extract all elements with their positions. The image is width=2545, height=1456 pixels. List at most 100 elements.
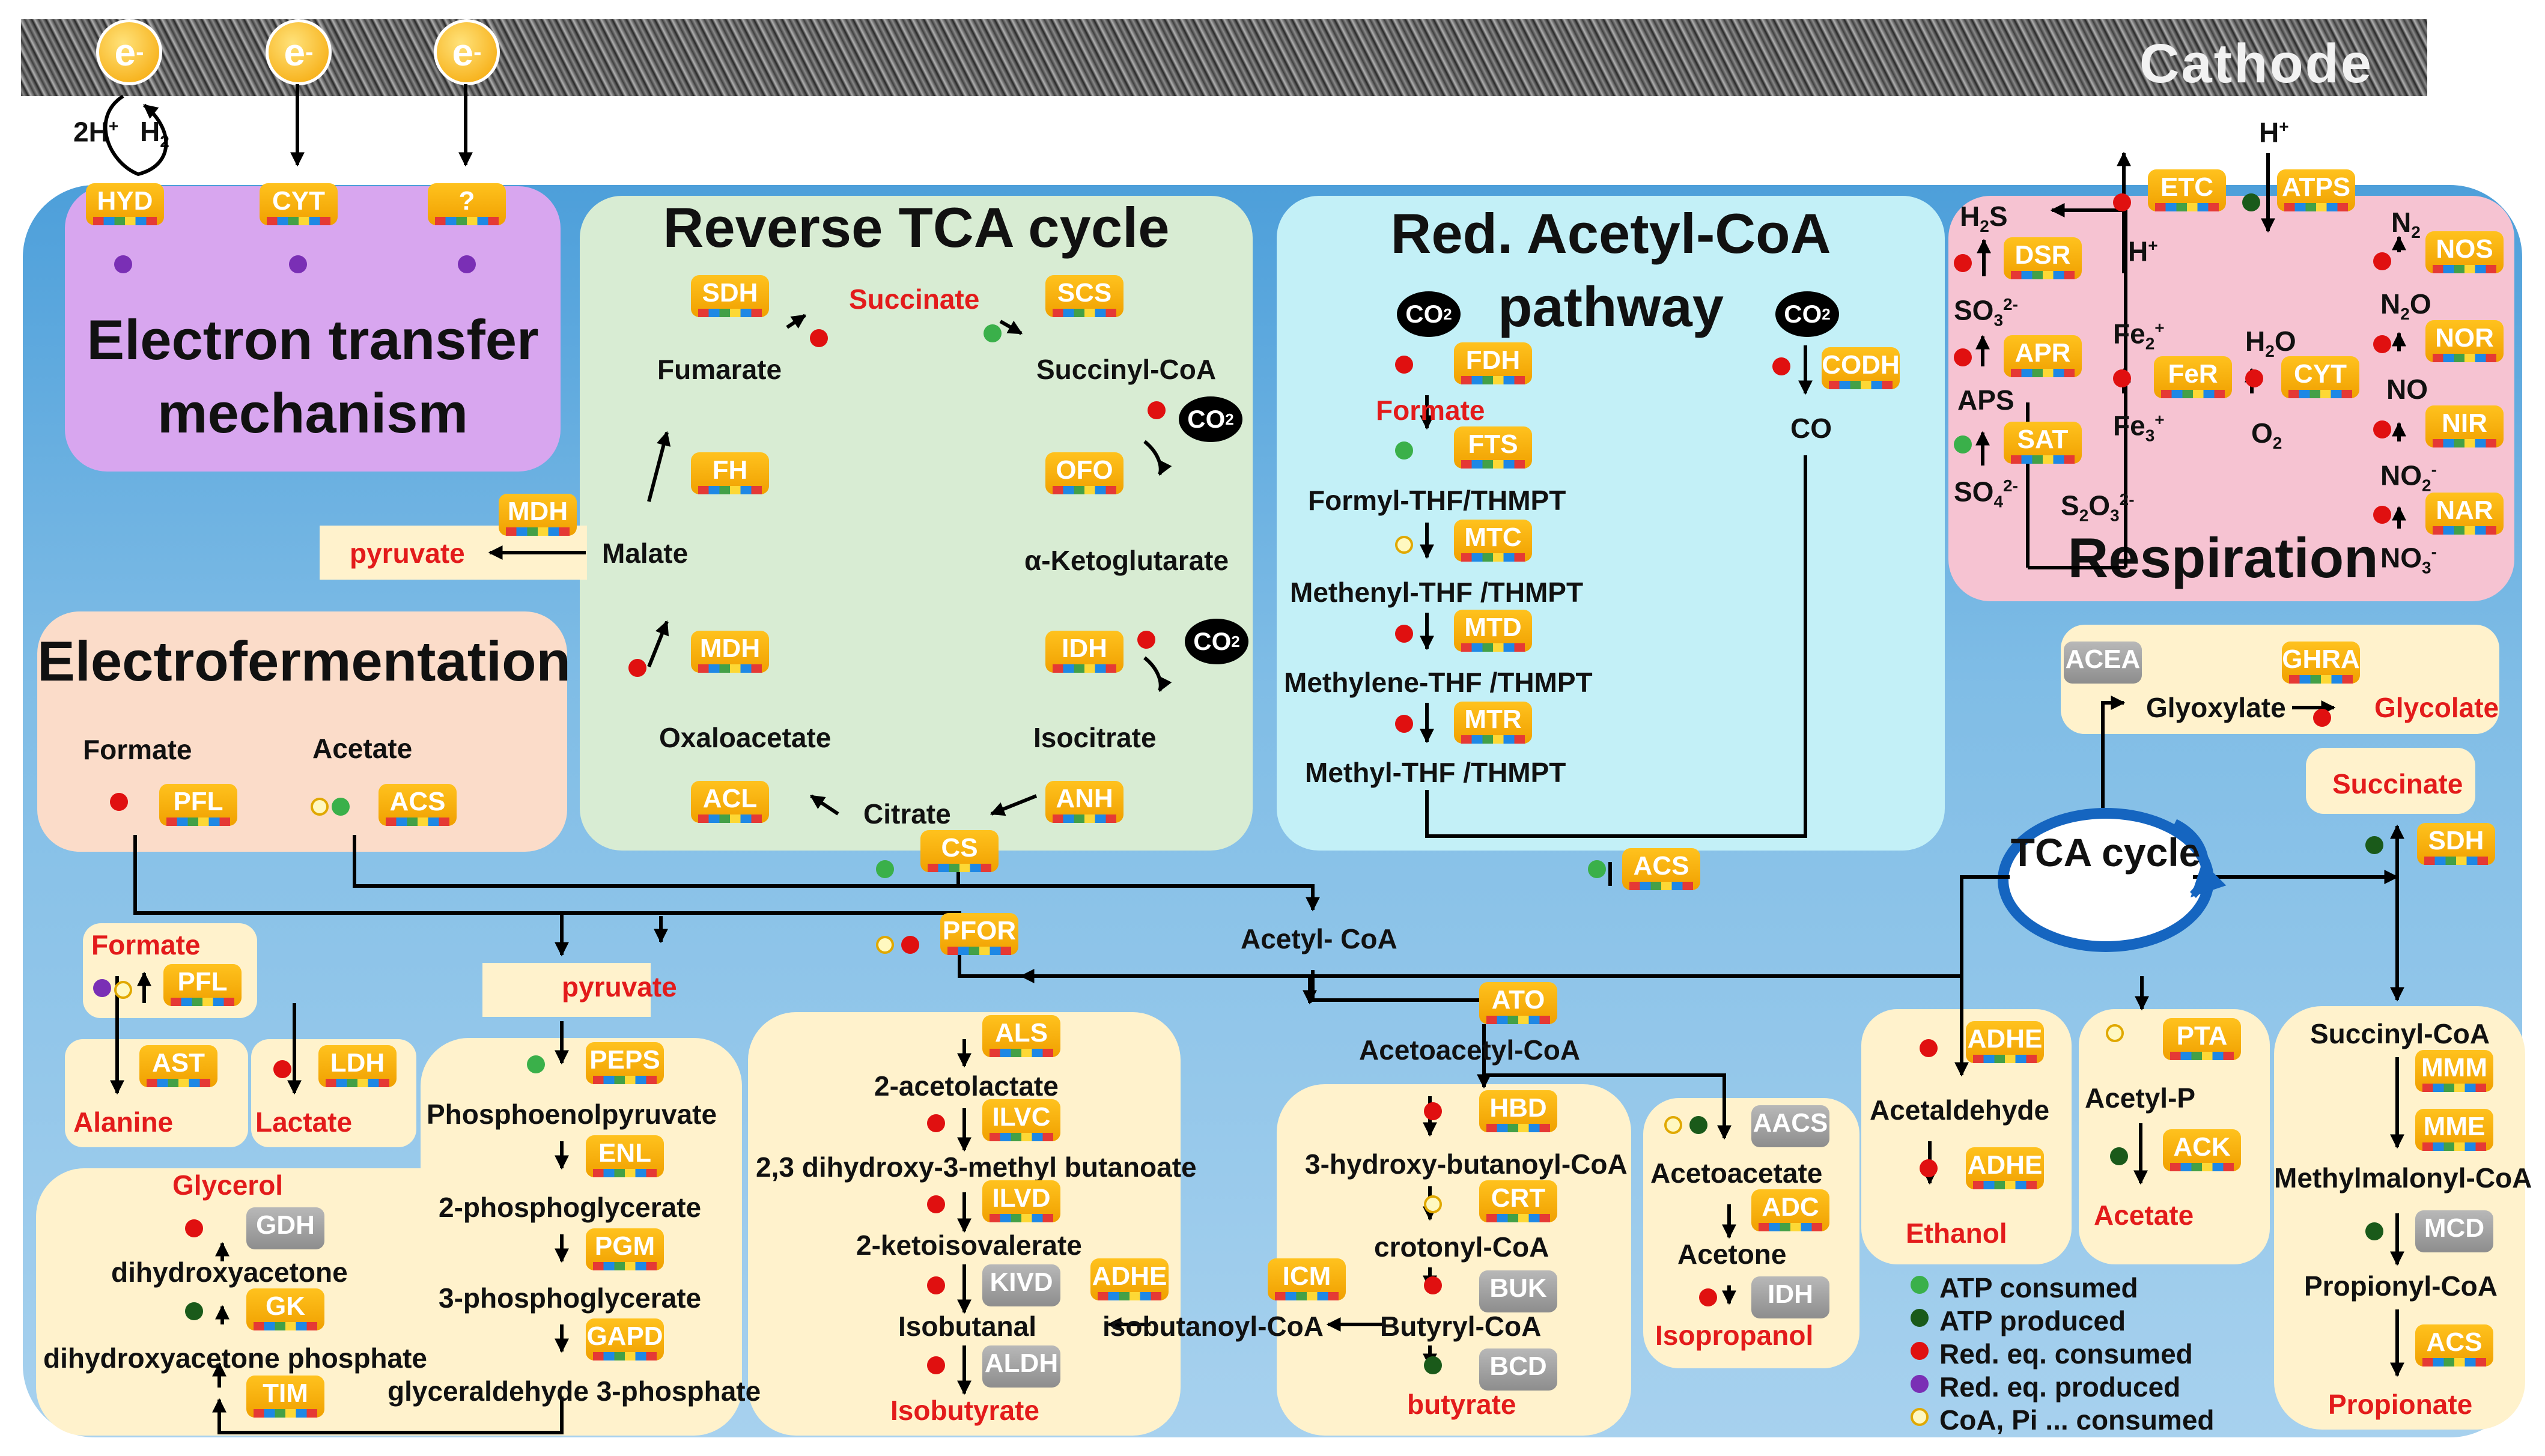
legend-label: ATP consumed xyxy=(1939,1272,2138,1303)
metabolite-dihydroxyacetone: dihydroxyacetone xyxy=(111,1257,348,1288)
electron-transfer-title: Electron transfer mechanism xyxy=(87,308,539,445)
metabolite-succinate: Succinate xyxy=(2332,768,2463,799)
enzyme-mcd: MCD xyxy=(2415,1210,2493,1252)
enzyme-fdh: FDH xyxy=(1454,342,1532,384)
enzyme-sdh: SDH xyxy=(691,275,769,317)
reverse-tca-title: Reverse TCA cycle xyxy=(663,196,1170,259)
enzyme-adc: ADC xyxy=(1751,1189,1829,1231)
metabolite-lactate: Lactate xyxy=(255,1106,353,1138)
metabolite-dhap: dihydroxyacetone phosphate xyxy=(43,1342,428,1374)
red-eq-consumed-dot xyxy=(927,1276,945,1294)
acetyl-coa-title: Red. Acetyl-CoA pathway xyxy=(1390,202,1831,339)
legend-label: ATP produced xyxy=(1939,1305,2126,1336)
metabolite-alanine: Alanine xyxy=(73,1106,174,1138)
enzyme-pgm: PGM xyxy=(586,1228,664,1270)
enzyme-cyt: CYT xyxy=(2281,356,2359,398)
enzyme-gapd: GAPD xyxy=(586,1318,664,1360)
enzyme-acs: ACS xyxy=(1622,848,1700,890)
cathode-label: Cathode xyxy=(2139,33,2373,94)
red-eq-produced-dot xyxy=(458,255,476,273)
enzyme-kivd: KIVD xyxy=(982,1264,1060,1306)
metabolite-h2s: H2S xyxy=(1960,201,2008,236)
metabolite-pyruvate: pyruvate xyxy=(350,538,465,569)
legend-swatch xyxy=(1911,1342,1929,1360)
metabolite-glycerol: Glycerol xyxy=(172,1169,284,1201)
metabolite-2-acetolactate: 2-acetolactate xyxy=(874,1070,1059,1102)
enzyme-aacs: AACS xyxy=(1751,1105,1829,1147)
atp-produced-dot xyxy=(1424,1356,1442,1374)
metabolite-butyrate: butyrate xyxy=(1407,1389,1516,1420)
metabolite-3-phosphoglycerate: 3-phosphoglycerate xyxy=(439,1282,702,1314)
atp-produced-dot xyxy=(1689,1116,1707,1134)
coa-pi-consumed-dot xyxy=(876,936,894,954)
enzyme-ldh: LDH xyxy=(318,1045,397,1087)
red-eq-consumed-dot xyxy=(628,659,646,677)
red-eq-consumed-dot xyxy=(2313,709,2331,727)
red-eq-consumed-dot xyxy=(2245,369,2263,387)
enzyme-pfor: PFOR xyxy=(940,913,1018,955)
metabolite-isobutyrate: Isobutyrate xyxy=(890,1395,1039,1426)
metabolite-propionate: Propionate xyxy=(2328,1389,2473,1420)
metabolite-methyl-thf: Methyl-THF /THMPT xyxy=(1305,757,1566,788)
enzyme-nor: NOR xyxy=(2425,320,2504,362)
red-eq-consumed-dot xyxy=(1424,1276,1442,1294)
red-eq-consumed-dot xyxy=(810,329,828,347)
metabolite-fumarate: Fumarate xyxy=(657,354,782,385)
metabolite-acetate: Acetate xyxy=(312,733,413,764)
electron-transfer-panel xyxy=(65,186,561,472)
enzyme-fer: FeR xyxy=(2154,356,2232,398)
electrofermentation-title: Electrofermentation xyxy=(37,629,571,693)
enzyme-nos: NOS xyxy=(2425,231,2504,273)
red-eq-consumed-dot xyxy=(273,1060,291,1078)
red-eq-consumed-dot xyxy=(1954,254,1972,272)
enzyme-als: ALS xyxy=(982,1015,1060,1057)
legend-swatch xyxy=(1911,1375,1929,1393)
proton-label: H+ xyxy=(2259,117,2289,148)
enzyme-ilvd: ILVD xyxy=(982,1180,1060,1222)
red-eq-consumed-dot xyxy=(1137,631,1155,649)
enzyme-ast: AST xyxy=(139,1045,217,1087)
electron-icon: e- xyxy=(266,19,332,85)
atp-produced-dot xyxy=(2365,836,2383,854)
enzyme-sat: SAT xyxy=(2004,422,2082,464)
enzyme-pfl: PFL xyxy=(163,964,242,1006)
red-eq-consumed-dot xyxy=(927,1114,945,1132)
metabolite-acetone: Acetone xyxy=(1677,1239,1787,1270)
metabolite-h2o: H2O xyxy=(2245,326,2296,361)
enzyme-fts: FTS xyxy=(1454,426,1532,469)
pyruvate-box xyxy=(482,963,651,1017)
metabolite-fe: Fe2+ xyxy=(2113,318,2165,353)
metabolite-glycolate: Glycolate xyxy=(2374,692,2499,723)
enzyme-hbd: HBD xyxy=(1479,1090,1557,1132)
atp-consumed-dot xyxy=(1954,435,1972,453)
metabolite-citrate: Citrate xyxy=(863,798,951,830)
metabolite-g3p: glyceraldehyde 3-phosphate xyxy=(388,1376,761,1407)
metabolite-succinyl-coa: Succinyl-CoA xyxy=(1036,354,1217,385)
metabolite-formate: Formate xyxy=(91,929,201,960)
metabolite-fe: Fe3+ xyxy=(2113,410,2165,445)
tca-cycle-label: TCA cycle xyxy=(2010,830,2201,875)
metabolite-s2o3: S2O32- xyxy=(2061,490,2135,525)
enzyme-enl: ENL xyxy=(586,1135,664,1177)
metabolite-aps: APS xyxy=(1957,384,2014,416)
enzyme-atps: ATPS xyxy=(2277,169,2355,211)
metabolite-propionyl-coa: Propionyl-CoA xyxy=(2304,1270,2498,1302)
enzyme-adhe: ADHE xyxy=(1090,1258,1169,1300)
legend-label: CoA, Pi ... consumed xyxy=(1939,1404,2215,1436)
metabolite-pep: Phosphoenolpyruvate xyxy=(427,1099,717,1130)
atp-consumed-dot xyxy=(984,324,1002,342)
electron-icon: e- xyxy=(96,19,162,85)
legend-swatch xyxy=(1911,1408,1929,1426)
metabolite-acetaldehyde: Acetaldehyde xyxy=(1870,1094,2050,1126)
enzyme-aldh: ALDH xyxy=(982,1345,1060,1388)
legend-label: Red. eq. consumed xyxy=(1939,1338,2193,1370)
red-eq-consumed-dot xyxy=(1395,715,1413,733)
cathode: Cathode xyxy=(21,19,2427,96)
enzyme-mtr: MTR xyxy=(1454,702,1532,744)
red-eq-consumed-dot xyxy=(1148,401,1166,419)
red-eq-consumed-dot xyxy=(1920,1159,1938,1177)
metabolite-succinate: Succinate xyxy=(849,284,980,315)
